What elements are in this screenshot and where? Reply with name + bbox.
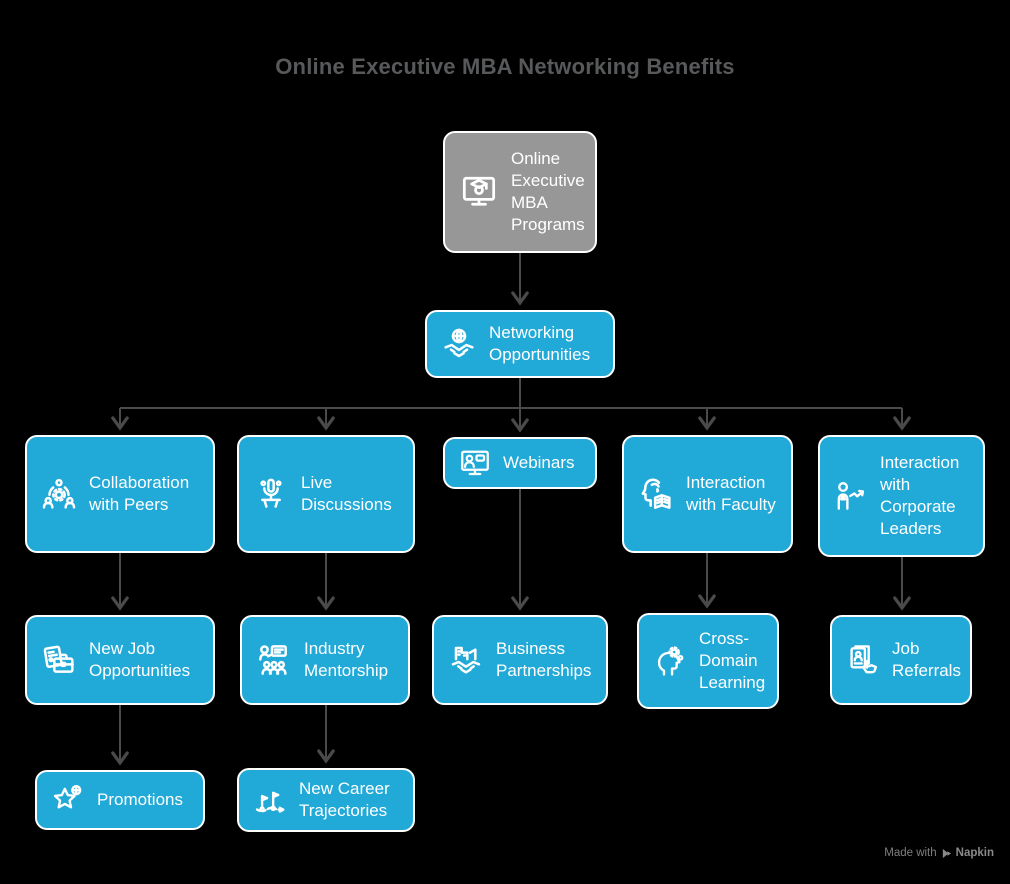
node-business-partnerships: Business Partnerships bbox=[432, 615, 608, 705]
node-industry-mentorship: Industry Mentorship bbox=[240, 615, 410, 705]
career-trajectory-flags-icon bbox=[251, 781, 289, 819]
webinar-screen-icon bbox=[457, 445, 493, 481]
page-title: Online Executive MBA Networking Benefits bbox=[275, 54, 735, 79]
industry-mentorship-icon bbox=[254, 640, 294, 680]
faculty-reading-icon bbox=[636, 474, 676, 514]
node-promotions: Promotions bbox=[35, 770, 205, 830]
node-label: Job Referrals bbox=[892, 638, 961, 680]
node-label: New Job Opportunities bbox=[89, 638, 191, 680]
online-mba-icon bbox=[457, 170, 501, 214]
node-label: Interaction with Faculty bbox=[686, 472, 776, 514]
node-label: New Career Trajectories bbox=[299, 778, 390, 820]
node-label: Cross-Domain Learning bbox=[699, 628, 766, 693]
node-interaction-with-faculty: Interaction with Faculty bbox=[622, 435, 793, 553]
node-live-discussions: Live Discussions bbox=[237, 435, 415, 553]
node-label: Online Executive MBA Programs bbox=[511, 148, 585, 235]
watermark-prefix: Made with bbox=[884, 847, 937, 859]
node-job-referrals: Job Referrals bbox=[830, 615, 972, 705]
cross-domain-brain-icon bbox=[651, 642, 689, 680]
node-label: Collaboration with Peers bbox=[89, 472, 190, 514]
node-label: Networking Opportunities bbox=[489, 322, 591, 364]
node-label: Webinars bbox=[503, 452, 575, 472]
node-label: Interaction with Corporate Leaders bbox=[880, 452, 960, 539]
promotion-star-icon bbox=[49, 781, 87, 819]
node-new-job-opportunities: New Job Opportunities bbox=[25, 615, 215, 705]
napkin-watermark[interactable]: Made with Napkin bbox=[884, 847, 994, 859]
node-label: Promotions bbox=[97, 789, 183, 809]
napkin-logo-icon bbox=[942, 848, 951, 858]
node-label: Industry Mentorship bbox=[304, 638, 389, 680]
node-collaboration-with-peers: Collaboration with Peers bbox=[25, 435, 215, 553]
node-label: Live Discussions bbox=[301, 472, 392, 514]
node-interaction-with-corporate-leaders: Interaction with Corporate Leaders bbox=[818, 435, 985, 557]
job-briefcase-icon bbox=[39, 640, 79, 680]
node-label: Business Partnerships bbox=[496, 638, 592, 680]
node-online-mba-programs: Online Executive MBA Programs bbox=[443, 131, 597, 253]
job-referral-card-icon bbox=[844, 641, 882, 679]
node-cross-domain-learning: Cross-Domain Learning bbox=[637, 613, 779, 709]
watermark-brand: Napkin bbox=[955, 847, 994, 859]
node-webinars: Webinars bbox=[443, 437, 597, 489]
corporate-leader-icon bbox=[832, 477, 870, 515]
networking-handshake-globe-icon bbox=[439, 324, 479, 364]
node-new-career-trajectories: New Career Trajectories bbox=[237, 768, 415, 832]
peer-collaboration-icon bbox=[39, 474, 79, 514]
business-handshake-building-icon bbox=[446, 640, 486, 680]
live-discussion-mic-icon bbox=[251, 474, 291, 514]
node-networking-opportunities: Networking Opportunities bbox=[425, 310, 615, 378]
